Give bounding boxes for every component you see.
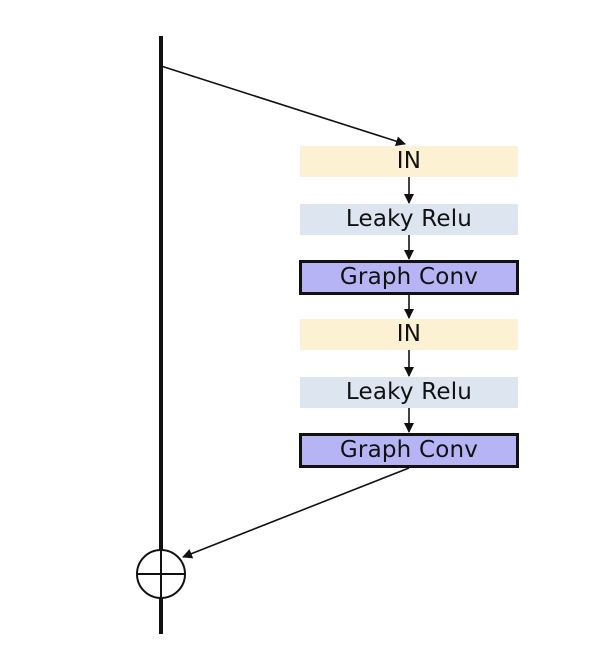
block-label: Graph Conv (339, 264, 479, 290)
branch-in-arrow (160, 65, 406, 147)
leaky-relu-block-1: Leaky Relu (300, 204, 518, 235)
circle-plus-icon (136, 549, 186, 599)
block-label: Graph Conv (339, 437, 479, 463)
instance-norm-block-2: IN (300, 319, 518, 350)
branch-out-arrow (182, 467, 410, 559)
block-label: Leaky Relu (345, 379, 473, 405)
graph-conv-block-1: Graph Conv (299, 260, 519, 295)
block-label: Leaky Relu (345, 206, 473, 232)
instance-norm-block-1: IN (300, 146, 518, 177)
graph-conv-block-2: Graph Conv (299, 433, 519, 468)
leaky-relu-block-2: Leaky Relu (300, 377, 518, 408)
block-label: IN (396, 321, 422, 347)
block-label: IN (396, 148, 422, 174)
